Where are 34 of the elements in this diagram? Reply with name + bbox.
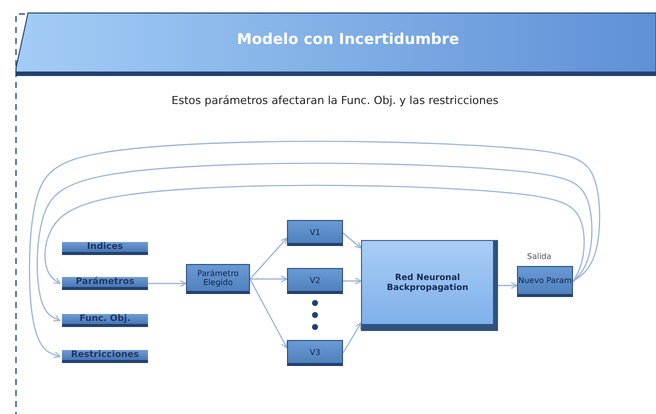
node-label: Nuevo Param — [518, 276, 572, 285]
node-label: V2 — [310, 276, 320, 284]
title: Modelo con Incertidumbre — [236, 30, 460, 48]
parameter-bar — [62, 350, 148, 363]
arrow — [148, 280, 187, 287]
node-label: V1 — [310, 228, 320, 236]
arrow — [498, 282, 518, 289]
process-box — [287, 268, 343, 294]
node-label: Parámetro Elegido — [196, 269, 240, 287]
arrow — [343, 278, 362, 284]
node-label: Indices — [86, 242, 124, 252]
process-box — [287, 220, 343, 246]
node-label: Red Neuronal Backpropagation — [386, 272, 470, 292]
arrow — [342, 232, 362, 249]
parameter-bar — [62, 277, 148, 290]
feedback-arrow — [36, 162, 592, 322]
parameter-bar — [62, 314, 148, 327]
arrow — [342, 322, 362, 354]
process-box — [517, 266, 573, 297]
node-label: V3 — [310, 348, 320, 356]
node-label: Restricciones — [70, 350, 140, 360]
process-box — [287, 340, 343, 366]
arrow — [250, 276, 288, 282]
network-box — [361, 240, 498, 331]
feedback-arrow — [44, 184, 585, 284]
parameter-bar — [62, 242, 148, 255]
note-text: Estos parámetros afectaran la Func. Obj. y las restricciones — [170, 94, 500, 107]
node-label: Func. Obj. — [80, 314, 130, 324]
process-box — [186, 264, 250, 294]
node-label: Parámetros — [76, 277, 134, 287]
output-caption: Salida — [527, 252, 552, 261]
arrow — [249, 278, 288, 349]
feedback-arrow — [28, 140, 600, 358]
arrow — [250, 237, 288, 280]
